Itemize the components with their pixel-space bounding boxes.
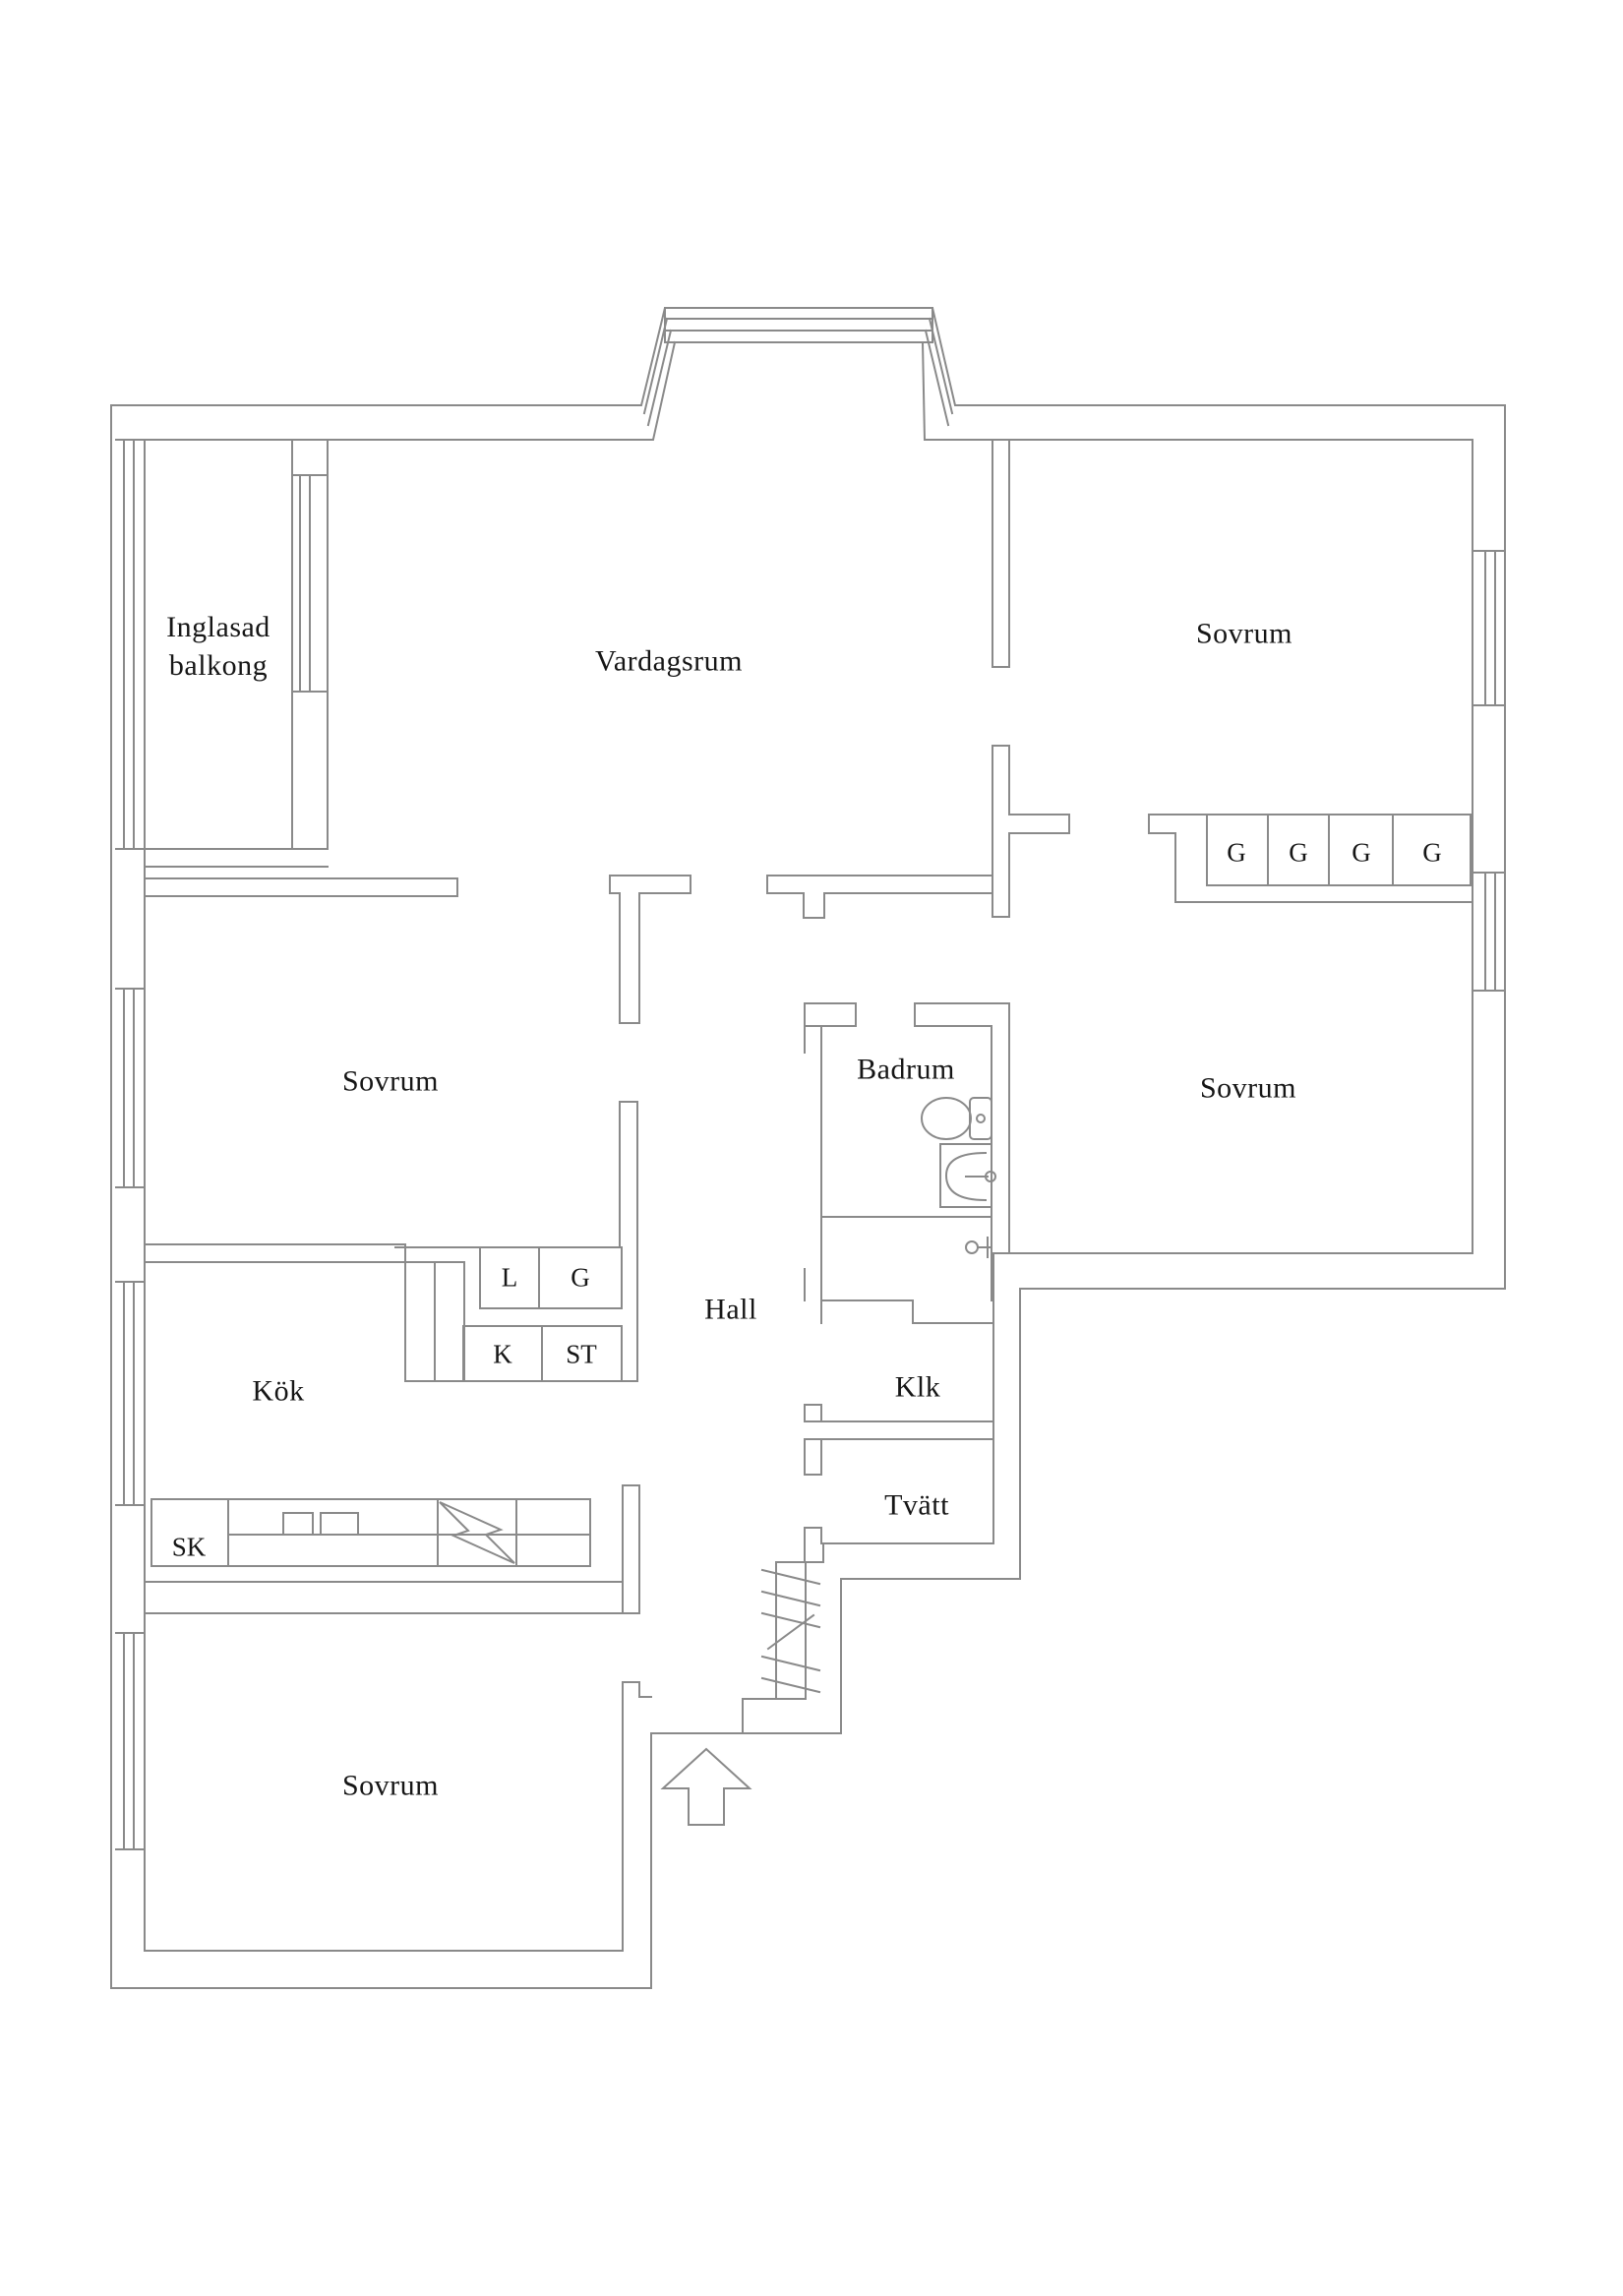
room-label-bedroom-top-right: Sovrum: [1195, 617, 1293, 650]
toilet-icon: [921, 1097, 992, 1140]
laundry-walls: [804, 1438, 994, 1563]
room-label-walk-in-closet: Klk: [894, 1370, 941, 1404]
storage-label-l: L: [501, 1262, 518, 1293]
room-label-bedroom-middle-right: Sovrum: [1199, 1071, 1297, 1105]
partition-wall-living-bedroom: [992, 439, 1070, 918]
room-label-balcony: Inglasad balkong: [110, 608, 327, 685]
balcony-label-line2: balkong: [168, 649, 269, 682]
klk-walls: [804, 1299, 994, 1422]
storage-label-g: G: [571, 1262, 590, 1293]
hall-closets: [394, 1246, 638, 1382]
window-bands-right: [1472, 550, 1506, 992]
room-label-living: Vardagsrum: [595, 644, 743, 678]
bay-window: [642, 307, 954, 427]
outer-walls: [110, 307, 1506, 1989]
entrance-arrow-icon: [660, 1747, 752, 1826]
kitchen-divider: [144, 1243, 465, 1382]
room-label-bedroom-bottom: Sovrum: [341, 1769, 440, 1802]
valve-icon: [965, 1237, 992, 1258]
bottom-bedroom-wall: [144, 1581, 624, 1614]
kitchen-counter: [150, 1484, 640, 1614]
stove-lightning-icon: [439, 1501, 515, 1564]
storage-label-wardrobe-4: G: [1422, 837, 1442, 868]
inner-walls: [144, 340, 1473, 1952]
partition-walls-left: [144, 875, 993, 1382]
room-label-bathroom: Badrum: [857, 1053, 955, 1086]
room-label-laundry: Tvätt: [884, 1488, 949, 1522]
entrance-door: [742, 1561, 821, 1734]
storage-label-st: ST: [566, 1339, 597, 1369]
balcony-walls: [144, 439, 329, 868]
storage-label-wardrobe-1: G: [1227, 837, 1246, 868]
storage-label-sk: SK: [171, 1532, 207, 1562]
bathroom-walls: [804, 1002, 1010, 1301]
balcony-label-line1: Inglasad: [166, 611, 270, 643]
sink-icon: [939, 1143, 996, 1208]
storage-label-wardrobe-2: G: [1289, 837, 1308, 868]
room-label-bedroom-left: Sovrum: [341, 1064, 440, 1098]
front-door-strip: [775, 1561, 807, 1700]
wardrobe-row: [1148, 814, 1473, 903]
window-bands-left: [115, 439, 329, 1850]
room-label-hall: Hall: [704, 1293, 757, 1326]
room-label-kitchen: Kök: [252, 1374, 305, 1408]
storage-label-k: K: [493, 1339, 512, 1369]
storage-label-wardrobe-3: G: [1352, 837, 1371, 868]
